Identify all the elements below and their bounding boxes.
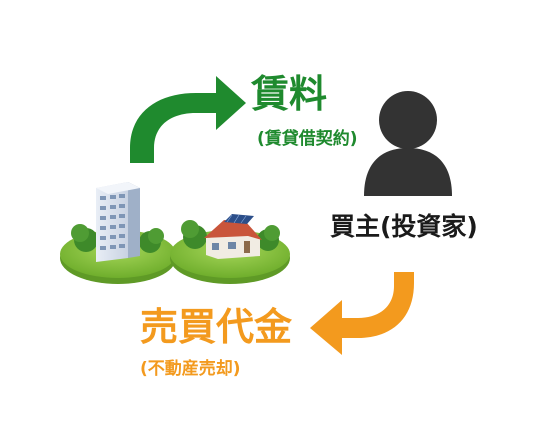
apartment-building-icon [60, 182, 176, 284]
buyer-label: 買主(投資家) [330, 212, 478, 241]
curved-arrow-right-icon [130, 76, 246, 163]
rent-sublabel: (賃貸借契約) [257, 129, 358, 149]
sale-price-label: 売買代金 [140, 305, 293, 349]
curved-arrow-left-icon [310, 272, 414, 355]
house-with-solar-panel-icon [170, 214, 290, 284]
rent-label: 賃料 [251, 72, 328, 116]
sale-price-sublabel: (不動産売却) [140, 359, 241, 379]
person-silhouette-icon [364, 91, 452, 196]
